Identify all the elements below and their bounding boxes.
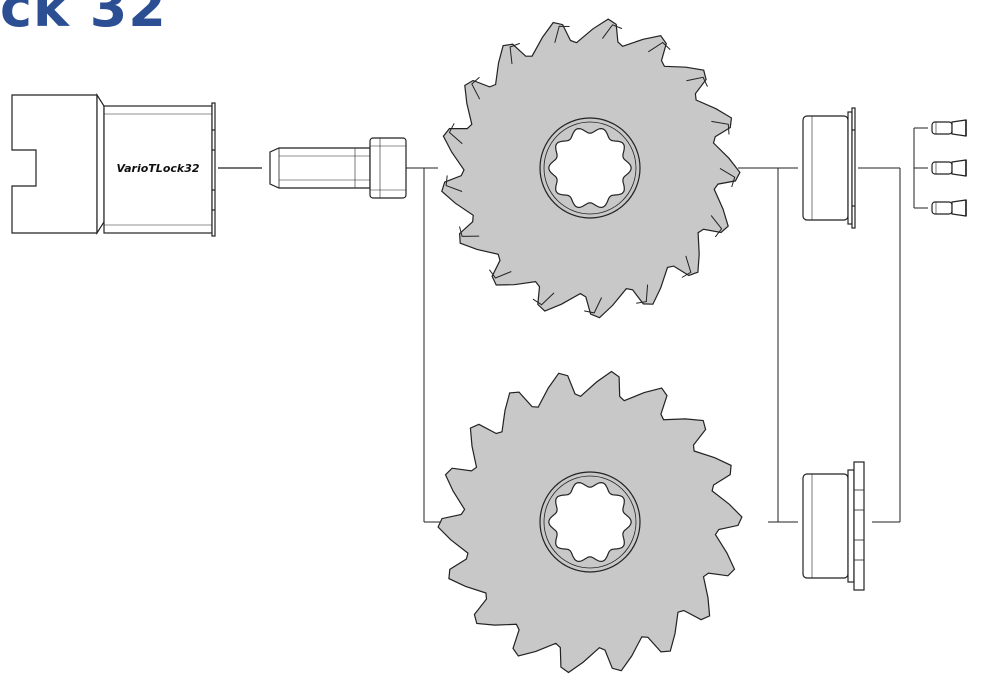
tooth-hook-mark — [554, 25, 570, 43]
upper-blade-teeth — [445, 24, 736, 314]
upper-blade-bore — [548, 127, 632, 209]
tooth-hook-mark — [681, 255, 692, 278]
tooth-hook-mark — [601, 24, 623, 39]
tooth-hook-mark — [509, 42, 520, 65]
lower-saw-blade — [437, 370, 743, 674]
screw-set — [931, 119, 967, 217]
holder-label: VarioTLock32 — [116, 162, 199, 175]
tooth-hook-mark — [488, 269, 512, 279]
tool-holder: VarioTLock32 — [11, 92, 262, 237]
tooth-hook-mark — [445, 175, 463, 192]
tooth-hook-mark — [710, 215, 723, 238]
holder-taper — [96, 92, 105, 236]
left-bracket — [406, 167, 440, 523]
screw — [931, 119, 967, 137]
holder-face — [211, 102, 216, 237]
screw — [931, 199, 967, 217]
screw-bracket — [858, 127, 928, 523]
holder-shank — [11, 94, 98, 234]
holder-body — [103, 105, 213, 234]
upper-saw-blade — [441, 18, 741, 319]
lower-clamping-nut — [802, 461, 865, 591]
tooth-hook-mark — [584, 297, 603, 314]
tooth-hook-mark — [459, 226, 480, 237]
tooth-hook-mark — [711, 120, 730, 135]
tooth-hook-mark — [686, 76, 708, 87]
page-title: ck 32 — [0, 0, 167, 39]
bolt-head — [369, 137, 407, 199]
tooth-hook-mark — [636, 284, 649, 304]
lower-blade-bore — [548, 481, 632, 563]
upper-clamping-nut — [802, 107, 856, 229]
tooth-hook-mark — [448, 123, 463, 145]
tooth-hook-mark — [719, 167, 736, 188]
tooth-hook-mark — [471, 76, 481, 100]
screw — [931, 159, 967, 177]
right-bracket — [738, 167, 798, 523]
tooth-hook-mark — [532, 292, 555, 306]
tooth-hook-mark — [648, 41, 671, 53]
clamping-bolt — [269, 137, 407, 199]
